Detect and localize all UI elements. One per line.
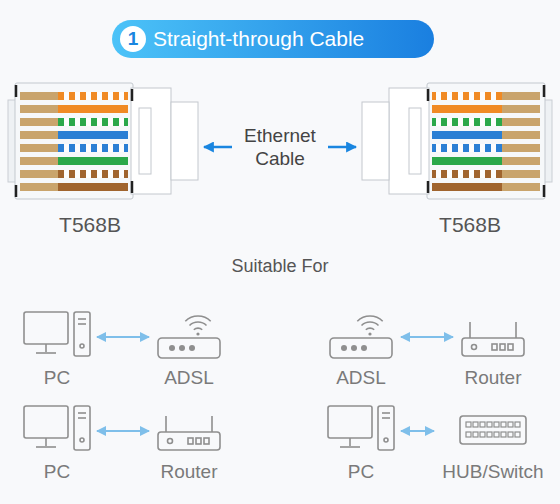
cable-arrow [328,146,356,149]
link-arrow [401,336,453,338]
pc-icon [24,406,90,450]
node-label: ADSL [164,366,214,390]
adsl-icon [158,316,220,358]
device-box: PC [326,400,396,484]
link-arrow [97,430,149,432]
node-label: Router [464,366,521,390]
hub-icon [460,416,526,444]
node-label: HUB/Switch [442,460,543,484]
device-box: PC [22,306,92,390]
connector-box: T568B [6,80,174,238]
device-box: HUB/Switch [439,400,547,484]
node-label: T568B [59,212,121,238]
cable-label: Ethernet Cable [235,124,325,170]
device-box: Router [458,306,528,390]
title-pill [112,20,434,58]
pc-icon [24,312,90,356]
node-label: T568B [439,212,501,238]
adsl-icon [330,316,392,358]
node-label: PC [44,366,70,390]
connector-box: T568B [386,80,554,238]
router-icon [158,416,220,450]
node-label: PC [348,460,374,484]
link-arrow [97,336,149,338]
node-label: PC [44,460,70,484]
link-arrow [401,430,434,432]
cable-arrow [204,146,232,149]
title-text: Straight-through Cable [153,24,364,54]
callout-number: 1 [120,28,146,50]
device-box: Router [154,400,224,484]
device-box: PC [22,400,92,484]
node-label: Router [160,460,217,484]
node-label: ADSL [336,366,386,390]
pc-icon [328,406,394,450]
rj45-connector [362,83,552,199]
device-box: ADSL [326,306,396,390]
device-box: ADSL [154,306,224,390]
router-icon [462,322,524,356]
section-heading: Suitable For [180,255,380,277]
rj45-connector [8,83,198,199]
number-badge [120,26,146,52]
